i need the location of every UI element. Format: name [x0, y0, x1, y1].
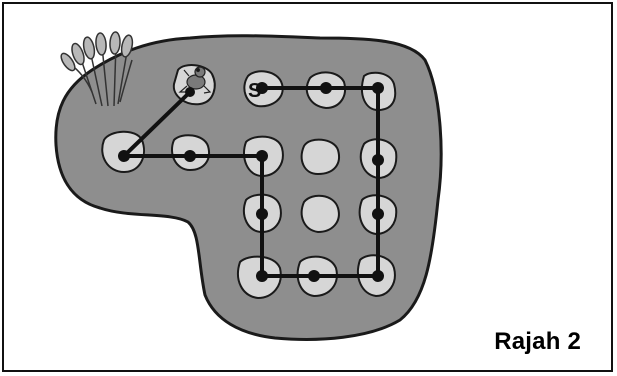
stone-r2c3: [300, 138, 340, 176]
frog-icon: [178, 66, 212, 94]
dot: [372, 82, 384, 94]
dot: [256, 150, 268, 162]
stone-r3c3: [300, 194, 340, 234]
dot: [372, 154, 384, 166]
figure-caption: Rajah 2: [494, 328, 581, 355]
dot: [256, 208, 268, 220]
path-dots: [118, 82, 384, 282]
dot: [372, 270, 384, 282]
pond: [54, 34, 443, 341]
dot: [308, 270, 320, 282]
dot-start: [256, 82, 268, 94]
dot: [184, 150, 196, 162]
dot: [118, 150, 130, 162]
dot-end: [185, 87, 195, 97]
stones: [101, 64, 398, 300]
dot: [372, 208, 384, 220]
start-label: S: [248, 80, 261, 102]
dot: [320, 82, 332, 94]
reeds-icon: [60, 31, 134, 107]
dot: [256, 270, 268, 282]
